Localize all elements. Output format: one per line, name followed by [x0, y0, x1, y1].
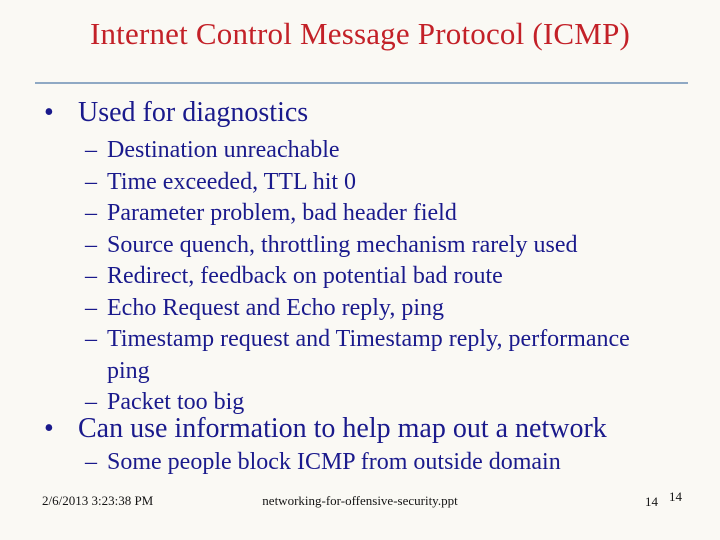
sub-bullet-list: – Some people block ICMP from outside do…: [85, 447, 663, 479]
slide-number: 14: [645, 494, 658, 509]
dash-icon: –: [85, 200, 97, 226]
dash-icon: –: [85, 449, 97, 475]
dash-icon: –: [85, 231, 97, 258]
dash-icon: –: [85, 137, 97, 163]
bullet-text: Used for diagnostics: [78, 97, 309, 128]
bullet-text: Can use information to help map out a ne…: [78, 413, 607, 444]
slide-title: Internet Control Message Protocol (ICMP): [89, 16, 631, 51]
sub-bullet-text: Destination unreachable: [107, 137, 340, 163]
sub-bullet-item: – Redirect, feedback on potential bad ro…: [85, 261, 663, 293]
sub-bullet-text: Packet too big: [107, 389, 245, 415]
sub-bullet-text: Time exceeded, TTL hit 0: [107, 168, 357, 195]
sub-bullet-text: Parameter problem, bad header field: [107, 200, 457, 226]
sub-bullet-item: – Some people block ICMP from outside do…: [85, 447, 663, 479]
sub-bullet-text: Redirect, feedback on potential bad rout…: [107, 263, 503, 289]
sub-bullet-text: Timestamp request and Timestamp reply, p…: [107, 326, 630, 384]
bullet-item: • Used for diagnostics: [44, 96, 684, 130]
sub-bullet-item: – Parameter problem, bad header field: [85, 198, 663, 230]
bullet-item: • Can use information to help map out a n…: [44, 412, 684, 446]
sub-bullet-item: – Echo Request and Echo reply, ping: [85, 293, 663, 325]
footer-datetime: 2/6/2013 3:23:38 PM: [42, 493, 154, 508]
dash-icon: –: [85, 263, 97, 289]
sub-bullet-item: – Timestamp request and Timestamp reply,…: [85, 324, 663, 387]
bullet-dot-icon: •: [44, 97, 54, 128]
sub-bullet-text: Source quench, throttling mechanism rare…: [107, 231, 578, 258]
sub-bullet-text: Echo Request and Echo reply, ping: [107, 294, 445, 321]
page-number: 14: [669, 489, 682, 504]
dash-icon: –: [85, 294, 97, 321]
dash-icon: –: [85, 389, 97, 415]
sub-bullet-item: – Source quench, throttling mechanism ra…: [85, 230, 663, 262]
dash-icon: –: [85, 326, 97, 352]
sub-bullet-text: Some people block ICMP from outside doma…: [107, 449, 561, 475]
sub-bullet-list: – Destination unreachable – Time exceede…: [85, 135, 663, 419]
sub-bullet-item: – Destination unreachable: [85, 135, 663, 167]
sub-bullet-item: – Time exceeded, TTL hit 0: [85, 167, 663, 199]
sub-bullet-item: – Packet too big: [85, 387, 663, 419]
dash-icon: –: [85, 168, 97, 195]
bullet-dot-icon: •: [44, 413, 54, 444]
title-divider: [35, 82, 688, 84]
footer-filename: networking-for-offensive-security.ppt: [262, 493, 458, 508]
